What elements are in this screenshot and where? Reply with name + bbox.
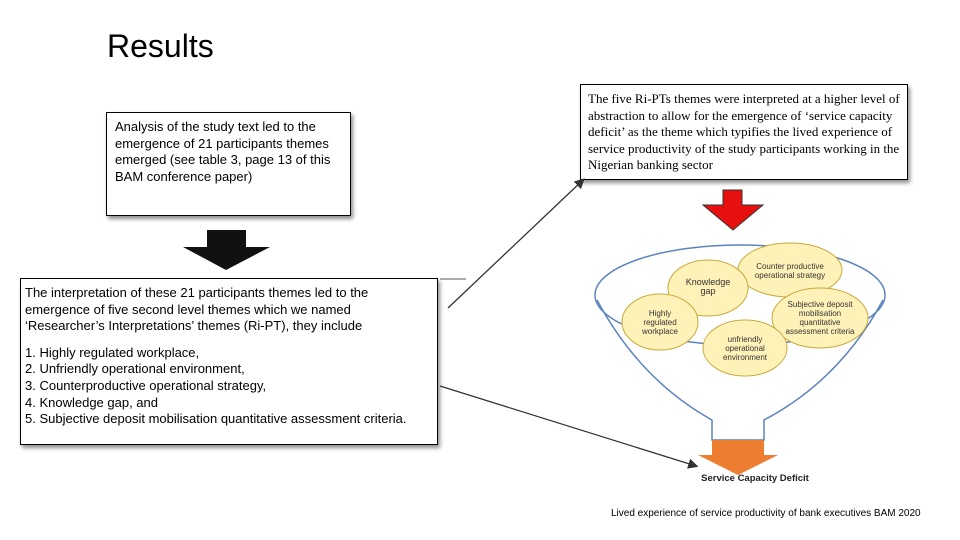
funnel-output-label: Service Capacity Deficit [701, 473, 809, 484]
bubble-label-counterproductive: Counter productive operational strategy [754, 262, 826, 280]
theme-item-5: 5. Subjective deposit mobilisation quant… [25, 411, 407, 427]
connector-up-arrow [447, 178, 585, 309]
interpretation-intro: The interpretation of these 21 participa… [25, 285, 369, 334]
abstraction-text: The five Ri-PTs themes were interpreted … [588, 91, 900, 173]
bubble-label-highly-regulated: Highly regulated workplace [641, 309, 678, 336]
down-arrow-dark [183, 230, 270, 270]
slide-title: Results [107, 28, 214, 64]
theme-item-4: 4. Knowledge gap, and [25, 394, 158, 410]
theme-item-2: 2. Unfriendly operational environment, [25, 361, 245, 377]
connector-down-arrow [439, 385, 699, 469]
bubble-knowledge-gap [667, 259, 749, 317]
analysis-textbox: Analysis of the study text led to the em… [106, 112, 351, 216]
down-arrow-orange [698, 440, 778, 475]
slide-footer: Lived experience of service productivity… [611, 508, 921, 519]
down-arrow-red [701, 189, 765, 231]
bubble-label-knowledge-gap: Knowledge gap [685, 277, 731, 296]
interpretation-textbox: The interpretation of these 21 participa… [20, 278, 438, 445]
bubble-subjective-deposit [771, 287, 869, 349]
bubble-unfriendly [702, 319, 788, 377]
abstraction-textbox: The five Ri-PTs themes were interpreted … [580, 84, 908, 180]
analysis-text: Analysis of the study text led to the em… [115, 119, 331, 184]
bubble-label-unfriendly: unfriendly operational environment [722, 335, 768, 362]
theme-item-1: 1. Highly regulated workplace, [25, 344, 200, 360]
bubble-label-subjective-deposit: Subjective deposit mobilisation quantita… [785, 300, 855, 336]
theme-item-3: 3. Counterproductive operational strateg… [25, 377, 267, 393]
bubble-highly-regulated [621, 293, 699, 351]
